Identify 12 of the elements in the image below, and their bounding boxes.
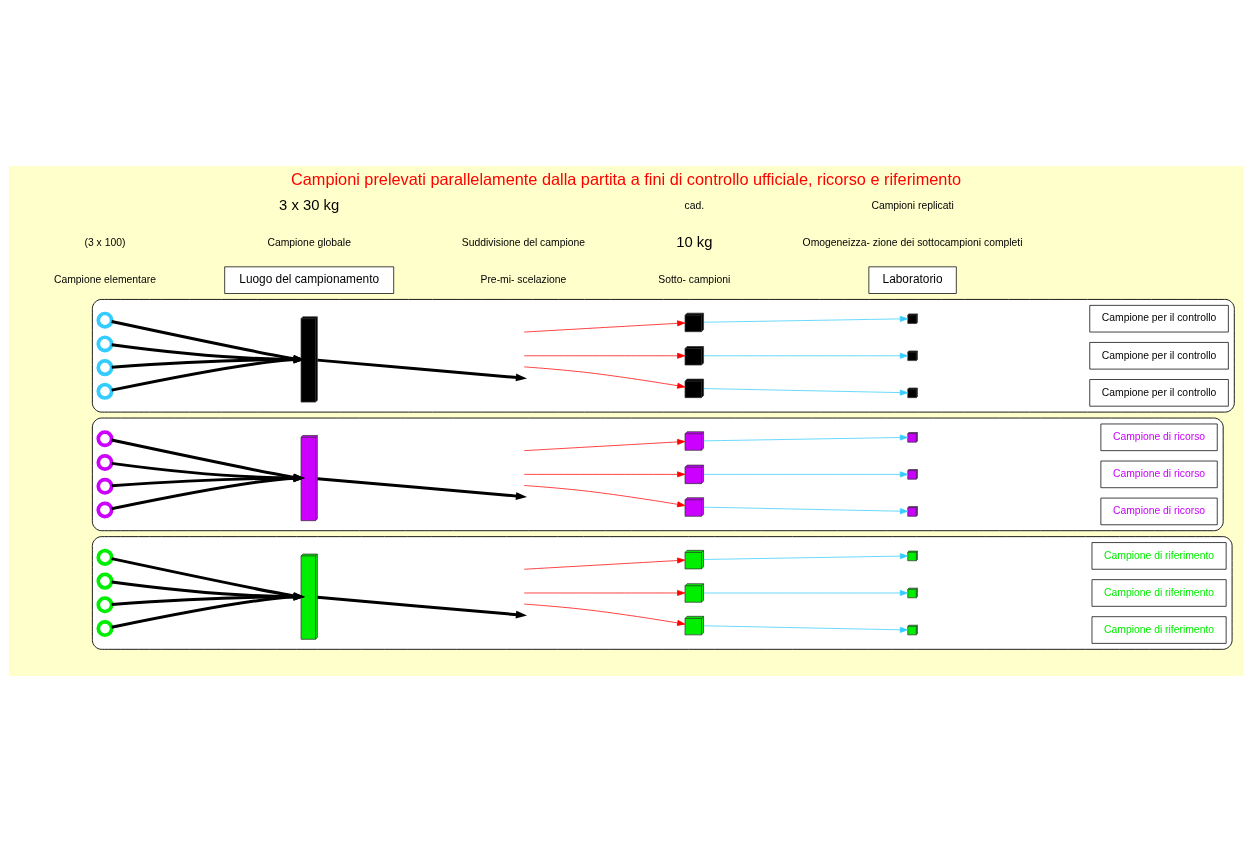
label: Campione globale <box>267 236 351 248</box>
label: 3 x 30 kg <box>279 196 340 213</box>
label: Suddivisione del campione <box>461 236 586 248</box>
label: Campioni replicati <box>871 199 954 211</box>
label: 10 kg <box>676 233 713 250</box>
label: Sotto- campioni <box>658 273 731 285</box>
label: Pre-mi- scelazione <box>480 273 567 285</box>
label: (3 x 100) <box>84 236 126 248</box>
label: Campione elementare <box>54 273 156 285</box>
label: cad. <box>684 199 705 211</box>
label: Omogeneizza- zione dei sottocampioni completi <box>802 236 1023 248</box>
diagram-title: Campioni prelevati parallelamente dalla partita a fini di controllo ufficiale, ricorso e riferimento <box>291 169 962 188</box>
